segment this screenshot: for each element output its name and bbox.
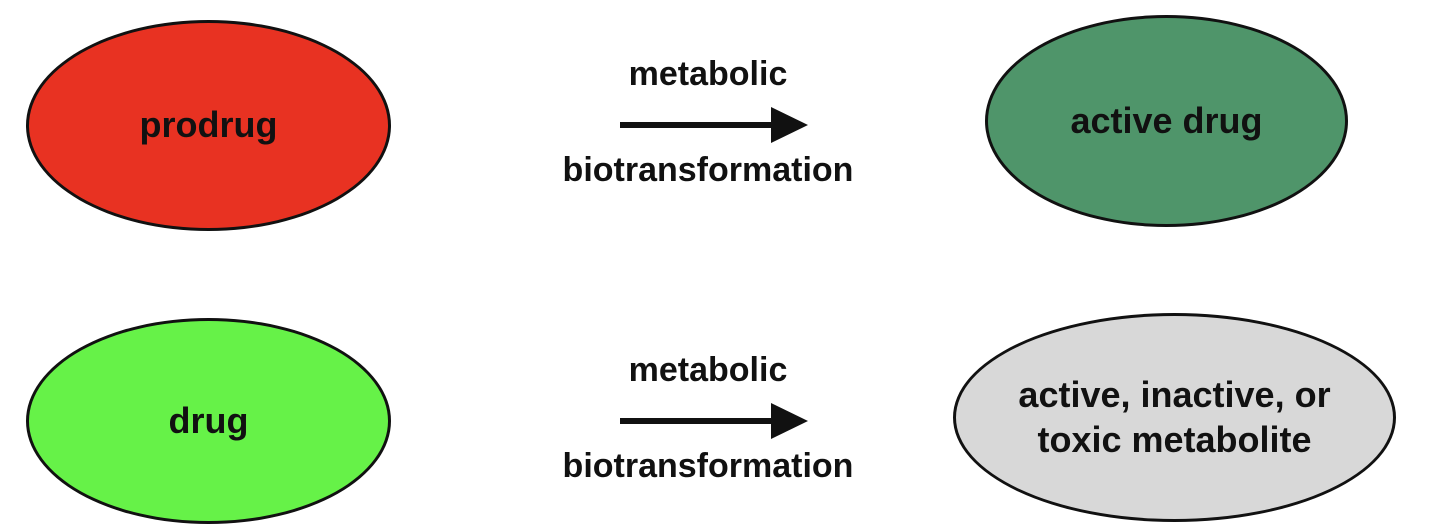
right-arrow-icon bbox=[620, 107, 808, 143]
top-biotransformation-label: biotransformation bbox=[562, 151, 854, 189]
active-drug-label: active drug bbox=[1070, 99, 1263, 141]
drug-label: drug bbox=[168, 399, 249, 441]
metabolite-node: active, inactive, or toxic metabolite bbox=[953, 313, 1396, 522]
bottom-biotransformation-label: biotransformation bbox=[562, 447, 854, 485]
drug-node: drug bbox=[26, 318, 391, 524]
bottom-metabolic-label: metabolic bbox=[628, 351, 788, 389]
top-metabolic-connector: metabolic biotransformation bbox=[518, 51, 898, 191]
right-arrow-icon bbox=[620, 403, 808, 439]
top-metabolic-label: metabolic bbox=[628, 55, 788, 93]
prodrug-label: prodrug bbox=[139, 104, 278, 146]
bottom-metabolic-connector: metabolic biotransformation bbox=[518, 347, 898, 487]
active-drug-node: active drug bbox=[985, 15, 1348, 227]
prodrug-node: prodrug bbox=[26, 20, 391, 231]
metabolite-label: active, inactive, or toxic metabolite bbox=[1018, 374, 1331, 460]
